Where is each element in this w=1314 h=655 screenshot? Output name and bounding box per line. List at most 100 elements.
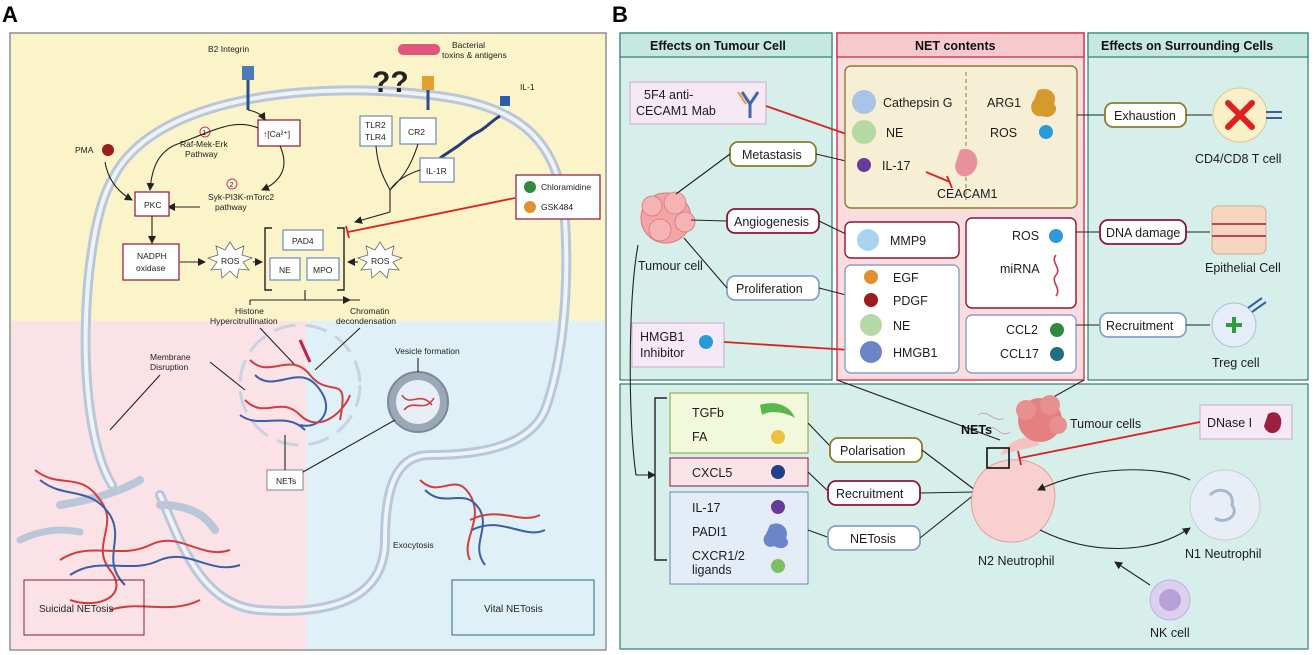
factor-to-pill-lines: [807, 422, 831, 539]
fa-icon: [771, 430, 785, 444]
cxcr-icon: [771, 559, 785, 573]
il17-inhibition-bar: [946, 175, 953, 189]
nets-b-label: NETs: [961, 423, 992, 437]
pdgf-icon: [864, 293, 878, 307]
epithelial-cell-icon: [1211, 205, 1267, 255]
integrin-to-calcium-arrow: [247, 109, 266, 121]
tgfb-icon: [760, 403, 795, 418]
ccl2-label: CCL2: [1006, 323, 1038, 337]
treg-receptor-icon: [1247, 297, 1267, 313]
membrane-pointer-lines: [109, 361, 246, 431]
tumour-effects-title: Effects on Tumour Cell: [650, 39, 786, 53]
bacterium-icon: [398, 44, 440, 55]
il1-icon: [500, 96, 510, 106]
egf-icon: [864, 270, 878, 284]
polarisation-label: Polarisation: [840, 444, 905, 458]
ros-right-label: ROS: [371, 256, 390, 266]
n2-neutrophil-label: N2 Neutrophil: [978, 554, 1054, 568]
mab-label-1: 5F4 anti-: [644, 88, 693, 102]
raf-label-2: Pathway: [185, 149, 218, 159]
pma-to-pkc-arrow: [104, 161, 133, 201]
nk-cell-nucleus-icon: [1159, 589, 1181, 611]
n1-neutrophil-icon: [1189, 469, 1261, 541]
raf-pathway-arrow: [146, 123, 259, 191]
ccl2-icon: [1050, 323, 1064, 337]
bacterial-label-1: Bacterial: [452, 40, 485, 50]
ros-burst-left-icon: [206, 241, 254, 279]
pad4-box: [282, 229, 324, 251]
pma-icon: [102, 144, 114, 156]
tumour-cell-icon: [640, 191, 696, 244]
inhibitor-line: [347, 197, 516, 233]
nk-to-arrow: [1114, 561, 1151, 586]
receptor-to-pad4-arrow: [354, 211, 391, 224]
dnase-inhibition-bar: [1017, 450, 1022, 466]
cxcl5-box: [669, 457, 809, 487]
factor-bracket: [654, 397, 667, 561]
tlr-box: [359, 115, 393, 147]
n1-nucleus-icon: [1208, 488, 1236, 522]
pathway-2-badge: [226, 178, 238, 190]
pad4-label: PAD4: [292, 236, 314, 246]
cathepsin-g-icon: [852, 90, 876, 114]
vesicle-lumen: [396, 380, 440, 424]
ne-label: NE: [279, 265, 291, 275]
t-cell-receptor-icon: [1266, 111, 1282, 119]
ros-mid-icon: [1049, 229, 1063, 243]
ne-box: [269, 257, 301, 281]
nadph-box: [122, 243, 180, 281]
surrounding-effects-header: [1087, 32, 1309, 58]
net-contents-header: [836, 32, 1085, 58]
gsk484-icon: [524, 201, 536, 213]
pkc-label: PKC: [144, 200, 161, 210]
tgfb-label: TGFb: [692, 406, 724, 420]
recruitment-2-label: Recruitment: [836, 487, 904, 501]
cxcl5-icon: [771, 465, 785, 479]
tgfb-fa-box: [669, 392, 809, 454]
exhaustion-label: Exhaustion: [1114, 109, 1176, 123]
egf-label: EGF: [893, 271, 919, 285]
pma-label: PMA: [75, 145, 94, 155]
recruitment-label: Recruitment: [1106, 319, 1174, 333]
question-mark-icon: ??: [372, 66, 409, 99]
dna-damage-label: DNA damage: [1106, 226, 1180, 240]
ne-icon: [852, 120, 876, 144]
chromatin-label-2: decondensation: [336, 316, 396, 326]
panel-b-letter: B: [612, 2, 628, 27]
ne-2-icon: [860, 314, 882, 336]
hmgb1-inhibition-line: [723, 341, 851, 351]
il1-label: IL-1: [520, 82, 535, 92]
n2-neutrophil-icon: [970, 437, 1056, 543]
ceacam1-label: CEACAM1: [937, 187, 997, 201]
tlr4-label: TLR4: [365, 132, 386, 142]
tumour-cell-label: Tumour cell: [638, 259, 703, 273]
nadph-label-2: oxidase: [136, 263, 166, 273]
raf-label-1: Raf-Mek-Erk: [180, 139, 228, 149]
cxcr-label-1: CXCR1/2: [692, 549, 745, 563]
pathway-2-number: 2: [230, 182, 234, 189]
ros-top-label: ROS: [990, 126, 1017, 140]
il17-label: IL-17: [882, 159, 911, 173]
receptor-convergence-lines: [375, 143, 421, 212]
mpo-label: MPO: [313, 265, 333, 275]
n1-neutrophil-label: N1 Neutrophil: [1185, 547, 1261, 561]
n2-to-n1-arrow: [1039, 527, 1191, 549]
ros-mid-label: ROS: [1012, 229, 1039, 243]
chromatin-label-1: Chromatin: [350, 306, 389, 316]
ros-burst-right-icon: [356, 241, 404, 279]
ccl17-icon: [1050, 347, 1064, 361]
content-to-effect-lines: [1076, 114, 1105, 326]
fa-label: FA: [692, 430, 708, 444]
tlr2-label: TLR2: [365, 120, 386, 130]
dnase-inhibition-line: [1019, 421, 1201, 459]
cxcr-label-2: ligands: [692, 563, 732, 577]
bacterial-label-2: toxins & antigens: [442, 50, 507, 60]
net-contents-top-box: [844, 65, 1078, 209]
vesicle-label: Vesicle formation: [395, 346, 460, 356]
cr2-label: CR2: [408, 127, 425, 137]
membrane-fragment: [156, 501, 219, 534]
tumour-cells-label: Tumour cells: [1070, 417, 1141, 431]
padi1-label: PADI1: [692, 525, 727, 539]
netosis-label: NETosis: [850, 532, 896, 546]
